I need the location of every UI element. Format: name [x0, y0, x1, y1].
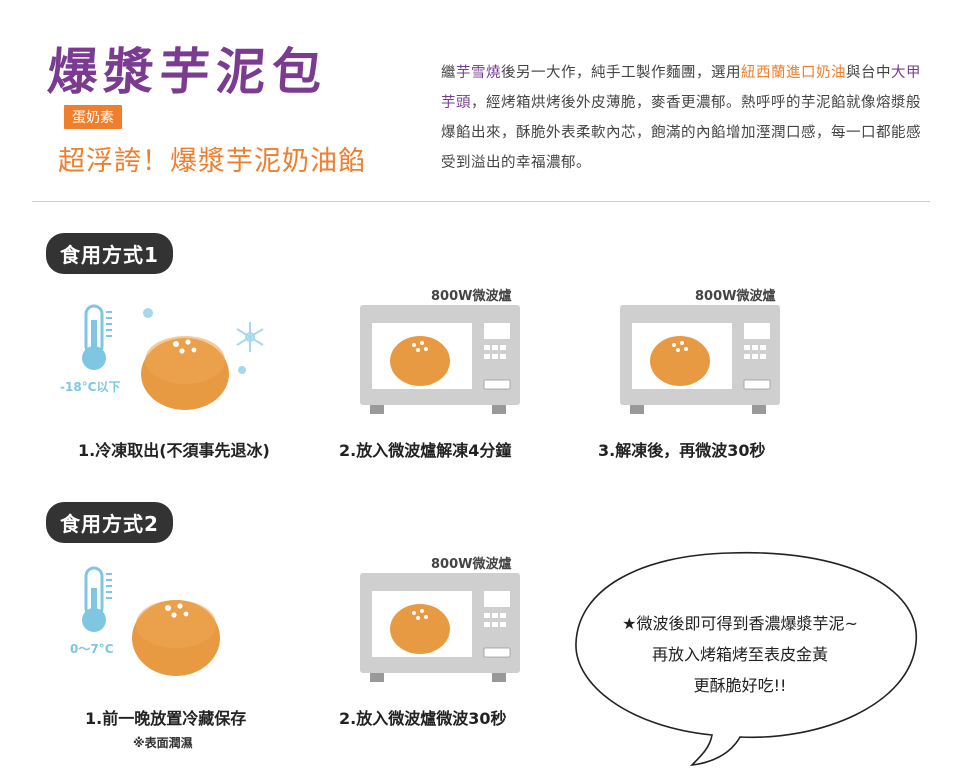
product-description: 繼芋雪燒後另一大作，純手工製作麵團，選用紐西蘭進口奶油與台中大甲芋頭，經烤箱烘烤…: [441, 58, 921, 178]
subtitle: 超浮誇！爆漿芋泥奶油餡: [58, 146, 366, 177]
description-part: ，經烤箱烘烤後外皮薄脆，麥香更濃郁。熱呼呼的芋泥餡就像熔漿般爆餡出來，酥脆外表柔…: [441, 95, 921, 171]
method2-label: 食用方式2: [46, 502, 173, 543]
method1-step2: 2.放入微波爐解凍4分鐘: [339, 441, 512, 460]
description-part: 大甲芋頭: [441, 65, 921, 111]
method2-step1: 1.前一晚放置冷藏保存: [85, 709, 247, 728]
method1-step1: 1.冷凍取出(不須事先退冰): [78, 441, 270, 460]
description-part: 繼: [441, 65, 456, 81]
bun-icon: [141, 336, 229, 410]
temp-frozen: -18°C以下: [60, 380, 121, 394]
page-title: 爆漿芋泥包: [45, 43, 330, 101]
description-part: 後另一大作，純手工製作麵團，選用: [501, 65, 741, 81]
bubble-line-2: 再放入烤箱烤至表皮金黃: [651, 645, 828, 664]
microwave-label: 800W微波爐: [431, 557, 512, 572]
snowflake-icon: [236, 322, 264, 352]
divider: [32, 201, 930, 202]
microwave-icon: [620, 305, 780, 414]
description-part: 芋雪燒: [456, 65, 501, 81]
speech-bubble: [575, 551, 917, 767]
microwave-icon: [360, 573, 520, 682]
microwave-icon: [360, 305, 520, 414]
method1-label: 食用方式1: [46, 233, 173, 274]
bubble-line-3: 更酥脆好吃!!: [693, 676, 787, 695]
thermometer-icon: [82, 566, 112, 632]
chilled-bun-illustration: [82, 566, 220, 676]
method2-step1-note: ※表面潤濕: [133, 736, 193, 750]
method1-step3: 3.解凍後，再微波30秒: [598, 441, 766, 460]
temp-chilled: 0～7°C: [70, 642, 114, 656]
bun-icon: [132, 600, 220, 676]
frozen-bun-illustration: [82, 304, 264, 410]
microwave-label: 800W微波爐: [695, 289, 776, 304]
microwave-label: 800W微波爐: [431, 289, 512, 304]
bubble-line-1: ★微波後即可得到香濃爆漿芋泥~: [622, 614, 858, 633]
method2-step2: 2.放入微波爐微波30秒: [339, 709, 507, 728]
thermometer-icon: [82, 304, 112, 370]
description-part: 與台中: [846, 65, 891, 81]
diet-tag: 蛋奶素: [64, 105, 122, 129]
description-part: 紐西蘭進口奶油: [741, 65, 846, 81]
